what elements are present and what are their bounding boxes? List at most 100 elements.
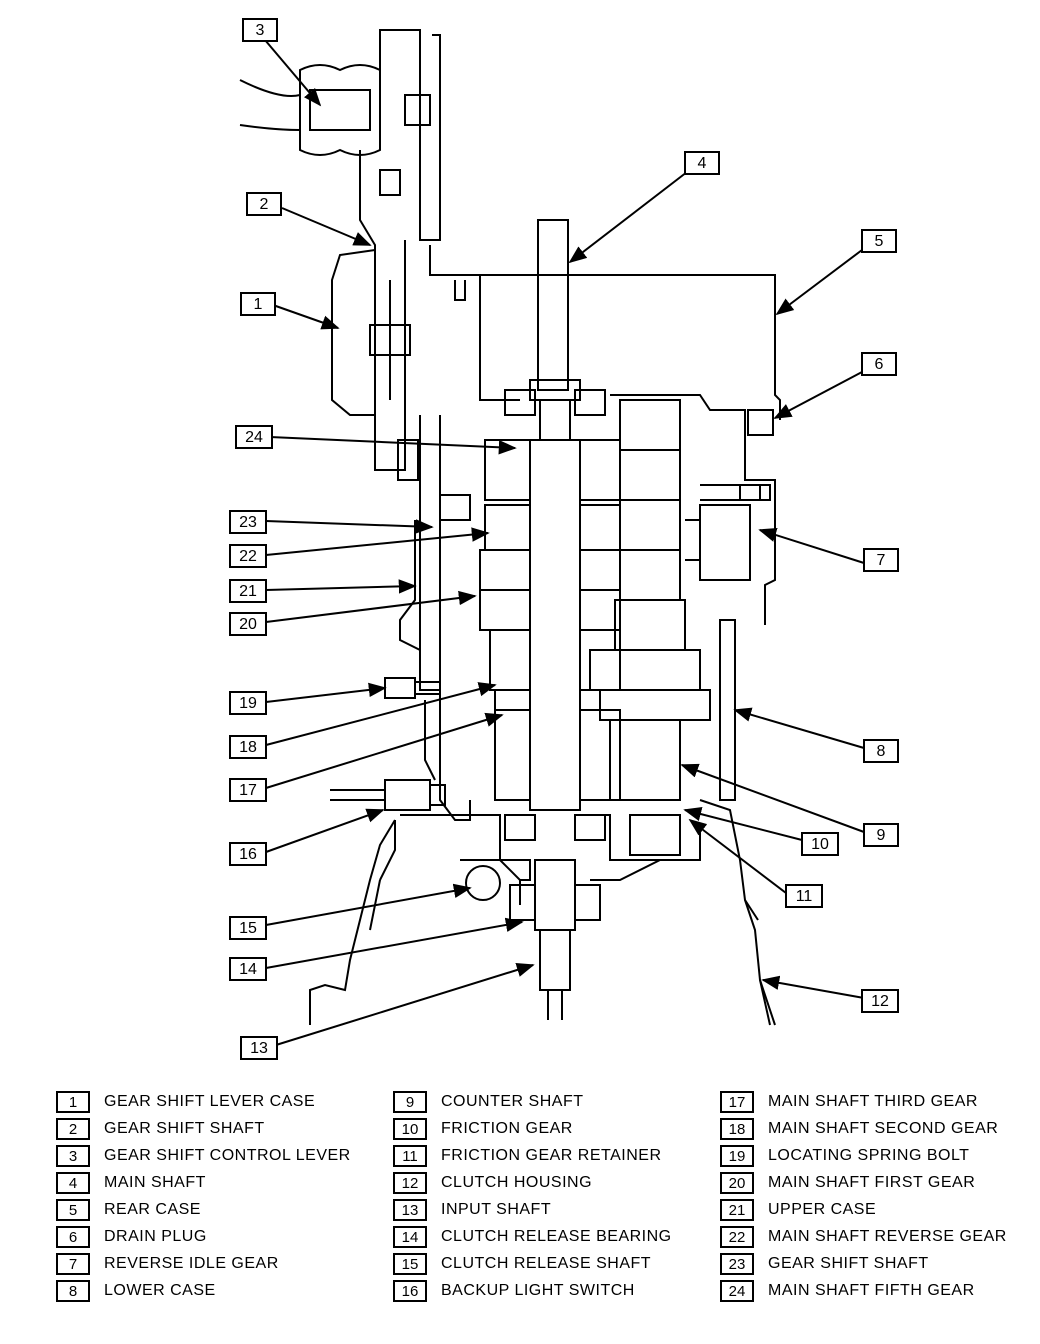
svg-text:16: 16: [239, 846, 257, 863]
legend-number: 7: [56, 1253, 90, 1275]
callout-2: 2: [246, 192, 282, 216]
legend-number: 3: [56, 1145, 90, 1167]
legend-item: 17 MAIN SHAFT THIRD GEAR: [720, 1090, 978, 1114]
svg-text:8: 8: [877, 743, 886, 760]
transmission-outline: [239, 29, 781, 1026]
legend-number: 24: [720, 1280, 754, 1302]
legend-item: 7 REVERSE IDLE GEAR: [56, 1252, 279, 1276]
legend-label: CLUTCH HOUSING: [441, 1174, 593, 1191]
legend-label: GEAR SHIFT SHAFT: [104, 1120, 265, 1137]
callout-17: 17: [229, 778, 267, 802]
callout-24: 24: [235, 425, 273, 449]
callout-12: 12: [861, 989, 899, 1013]
legend-number: 6: [56, 1226, 90, 1248]
legend-label: FRICTION GEAR RETAINER: [441, 1147, 662, 1164]
legend-label: DRAIN PLUG: [104, 1228, 207, 1245]
callout-9: 9: [863, 823, 899, 847]
legend-number: 9: [393, 1091, 427, 1113]
legend-number: 19: [720, 1145, 754, 1167]
callout-1: 1: [240, 292, 276, 316]
svg-text:23: 23: [239, 514, 257, 531]
legend-label: MAIN SHAFT: [104, 1174, 206, 1191]
callout-10: 10: [801, 832, 839, 856]
callout-4: 4: [684, 151, 720, 175]
callout-18: 18: [229, 735, 267, 759]
legend-item: 4 MAIN SHAFT: [56, 1171, 206, 1195]
legend-label: MAIN SHAFT THIRD GEAR: [768, 1093, 978, 1110]
legend-number: 17: [720, 1091, 754, 1113]
legend-number: 8: [56, 1280, 90, 1302]
svg-text:9: 9: [877, 827, 886, 844]
callout-14: 14: [229, 957, 267, 981]
legend-number: 13: [393, 1199, 427, 1221]
legend-item: 23 GEAR SHIFT SHAFT: [720, 1252, 929, 1276]
legend-item: 19 LOCATING SPRING BOLT: [720, 1144, 969, 1168]
legend-label: MAIN SHAFT SECOND GEAR: [768, 1120, 999, 1137]
legend-number: 23: [720, 1253, 754, 1275]
legend-label: MAIN SHAFT REVERSE GEAR: [768, 1228, 1007, 1245]
svg-text:2: 2: [260, 196, 269, 213]
legend-label: REVERSE IDLE GEAR: [104, 1255, 279, 1272]
legend-number: 22: [720, 1226, 754, 1248]
legend-item: 11 FRICTION GEAR RETAINER: [393, 1144, 662, 1168]
svg-text:3: 3: [256, 22, 265, 39]
callout-22: 22: [229, 544, 267, 568]
callout-13: 13: [240, 1036, 278, 1060]
callout-5: 5: [861, 229, 897, 253]
legend-item: 21 UPPER CASE: [720, 1198, 876, 1222]
legend-number: 16: [393, 1280, 427, 1302]
svg-text:6: 6: [875, 356, 884, 373]
callout-leaders: [264, 39, 865, 1046]
svg-text:24: 24: [245, 429, 263, 446]
legend-label: INPUT SHAFT: [441, 1201, 552, 1218]
legend-item: 10 FRICTION GEAR: [393, 1117, 573, 1141]
svg-text:14: 14: [239, 961, 257, 978]
callout-21: 21: [229, 579, 267, 603]
callout-6: 6: [861, 352, 897, 376]
svg-text:10: 10: [811, 836, 829, 853]
legend-number: 12: [393, 1172, 427, 1194]
svg-text:1: 1: [254, 296, 263, 313]
callout-19: 19: [229, 691, 267, 715]
legend-label: LOCATING SPRING BOLT: [768, 1147, 970, 1164]
callout-11: 11: [785, 884, 823, 908]
legend-item: 16 BACKUP LIGHT SWITCH: [393, 1279, 635, 1303]
legend-label: GEAR SHIFT SHAFT: [768, 1255, 929, 1272]
svg-text:5: 5: [875, 233, 884, 250]
legend-label: MAIN SHAFT FIRST GEAR: [768, 1174, 976, 1191]
legend-number: 1: [56, 1091, 90, 1113]
legend-label: BACKUP LIGHT SWITCH: [441, 1282, 635, 1299]
callout-16: 16: [229, 842, 267, 866]
legend-item: 18 MAIN SHAFT SECOND GEAR: [720, 1117, 998, 1141]
legend-label: CLUTCH RELEASE SHAFT: [441, 1255, 652, 1272]
legend-item: 12 CLUTCH HOUSING: [393, 1171, 592, 1195]
callout-20: 20: [229, 612, 267, 636]
legend-number: 21: [720, 1199, 754, 1221]
legend-number: 4: [56, 1172, 90, 1194]
legend-number: 11: [393, 1145, 427, 1167]
legend-number: 2: [56, 1118, 90, 1140]
svg-text:15: 15: [239, 920, 257, 937]
svg-text:7: 7: [877, 552, 886, 569]
legend-number: 18: [720, 1118, 754, 1140]
svg-text:11: 11: [796, 888, 813, 905]
legend-number: 5: [56, 1199, 90, 1221]
legend-item: 22 MAIN SHAFT REVERSE GEAR: [720, 1225, 1007, 1249]
svg-text:4: 4: [698, 155, 707, 172]
svg-text:13: 13: [250, 1040, 268, 1057]
legend-label: FRICTION GEAR: [441, 1120, 573, 1137]
svg-text:19: 19: [239, 695, 257, 712]
svg-text:22: 22: [239, 548, 257, 565]
legend-number: 10: [393, 1118, 427, 1140]
legend-number: 14: [393, 1226, 427, 1248]
legend-label: GEAR SHIFT LEVER CASE: [104, 1093, 316, 1110]
legend-item: 6 DRAIN PLUG: [56, 1225, 207, 1249]
svg-text:21: 21: [239, 583, 257, 600]
legend-label: UPPER CASE: [768, 1201, 877, 1218]
